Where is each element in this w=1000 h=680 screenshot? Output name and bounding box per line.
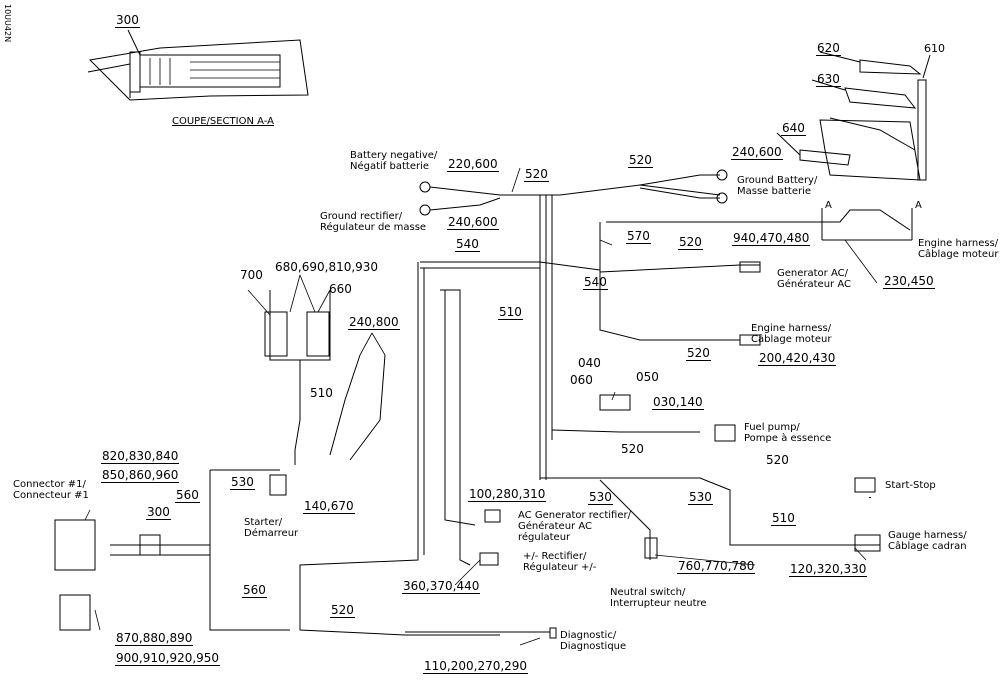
connector1-en: Connector #1/	[13, 479, 86, 490]
generator-ac-en: Generator AC/	[777, 268, 848, 279]
callout-520-e: 520	[621, 442, 644, 456]
callout-560-a: 560	[175, 488, 200, 503]
section-title: COUPE/SECTION A-A	[172, 116, 274, 127]
leader-lines	[84, 167, 878, 646]
callout-040: 040	[578, 356, 601, 370]
callout-530-a: 530	[230, 475, 255, 490]
engine-harness-top-fr: Câblage moteur	[918, 249, 999, 260]
callout-850-860-960: 850,860,960	[101, 468, 180, 483]
callout-760-770-780: 760,770,780	[677, 559, 756, 574]
ground-rectifier-fr: Régulateur de masse	[320, 222, 427, 233]
section-marker-right: A	[915, 200, 922, 211]
callout-630: 630	[816, 72, 841, 87]
rectifier-pm-en: +/- Rectifier/	[523, 551, 587, 562]
callout-060: 060	[570, 373, 593, 387]
callout-240-600-a: 240,600	[731, 145, 783, 160]
gauge-harness-en: Gauge harness/	[888, 530, 967, 541]
drawing-id: 10UU42N	[3, 4, 12, 43]
callout-520-d: 520	[686, 346, 711, 361]
callout-520-c: 520	[678, 235, 703, 250]
starter-fr: Démarreur	[244, 528, 299, 539]
generator-ac-fr: Générateur AC	[777, 279, 851, 290]
callout-700: 700	[240, 268, 263, 282]
callout-570: 570	[626, 229, 651, 244]
callout-610: 610	[924, 42, 945, 55]
callout-540-a: 540	[455, 237, 480, 252]
callout-900-910-920-950: 900,910,920,950	[115, 651, 221, 666]
callout-940-470-480: 940,470,480	[732, 231, 811, 246]
callout-520-a: 520	[524, 167, 549, 182]
callout-050: 050	[636, 370, 659, 384]
callout-240-600-b: 240,600	[447, 215, 499, 230]
callout-140-670: 140,670	[303, 499, 355, 514]
ground-battery-en: Ground Battery/	[737, 175, 818, 186]
section-markers	[821, 208, 913, 241]
callout-640: 640	[781, 121, 806, 136]
battery-negative-en: Battery negative/	[350, 150, 438, 161]
diagnostic-en: Diagnostic/	[560, 630, 617, 641]
callout-220-600: 220,600	[447, 157, 499, 172]
callout-200-420-430: 200,420,430	[758, 351, 837, 366]
callout-030-140: 030,140	[652, 395, 704, 410]
ground-rectifier-en: Ground rectifier/	[320, 211, 403, 222]
section-view-drawing	[87, 29, 309, 101]
starter-en: Starter/	[244, 517, 283, 528]
callout-060-050-040	[869, 497, 871, 498]
ac-gen-rectifier-line2: Générateur AC	[518, 521, 592, 532]
diagnostic-fr: Diagnostique	[560, 641, 627, 652]
callout-510-a: 510	[498, 305, 523, 320]
ground-battery-fr: Masse batterie	[737, 186, 812, 197]
callout-100-280-310: 100,280,310	[468, 487, 547, 502]
ac-gen-rectifier-line1: AC Generator rectifier/	[518, 510, 631, 521]
callout-530-c: 530	[688, 490, 713, 505]
neutral-switch-fr: Interrupteur neutre	[610, 598, 707, 609]
engine-harness-mid-fr: Câblage moteur	[751, 334, 832, 345]
engine-components-drawing	[776, 51, 931, 181]
neutral-switch-en: Neutral switch/	[610, 587, 686, 598]
callout-820-830-840: 820,830,840	[101, 449, 180, 464]
section-callout-300: 300	[115, 13, 140, 28]
callout-520-g: 520	[330, 603, 355, 618]
callout-680-690-810-930: 680,690,810,930	[275, 260, 379, 274]
callout-660: 660	[329, 282, 352, 296]
engine-harness-top-en: Engine harness/	[918, 238, 999, 249]
fuel-pump-fr: Pompe à essence	[744, 433, 832, 444]
callout-240-800: 240,800	[348, 315, 400, 330]
connector1-fr: Connecteur #1	[13, 490, 89, 501]
callout-110-200-270-290: 110,200,270,290	[423, 659, 529, 674]
callout-540-b: 540	[583, 275, 608, 290]
callout-620: 620	[816, 41, 841, 56]
callout-230-450: 230,450	[883, 274, 935, 289]
callout-510-b: 510	[310, 386, 333, 400]
callout-870-880-890: 870,880,890	[115, 631, 194, 646]
callout-560-b: 560	[242, 583, 267, 598]
callout-520-f: 520	[766, 453, 789, 467]
callout-530-b: 530	[588, 490, 613, 505]
callout-300: 300	[146, 505, 171, 520]
rectifier-pm-fr: Régulateur +/-	[523, 562, 597, 573]
harness-wires	[54, 169, 911, 639]
fuel-pump-en: Fuel pump/	[744, 422, 800, 433]
battery-negative-fr: Négatif batterie	[350, 161, 430, 172]
gauge-harness-fr: Câblage cadran	[888, 541, 967, 552]
engine-harness-mid-en: Engine harness/	[751, 323, 832, 334]
callout-360-370-440: 360,370,440	[402, 579, 481, 594]
callout-520-b: 520	[628, 153, 653, 168]
callout-510-c: 510	[771, 511, 796, 526]
start-stop-label: Start-Stop	[885, 480, 936, 491]
section-marker-left: A	[825, 200, 832, 211]
callout-120-320-330: 120,320,330	[789, 562, 868, 577]
ac-gen-rectifier-line3: régulateur	[518, 532, 571, 543]
